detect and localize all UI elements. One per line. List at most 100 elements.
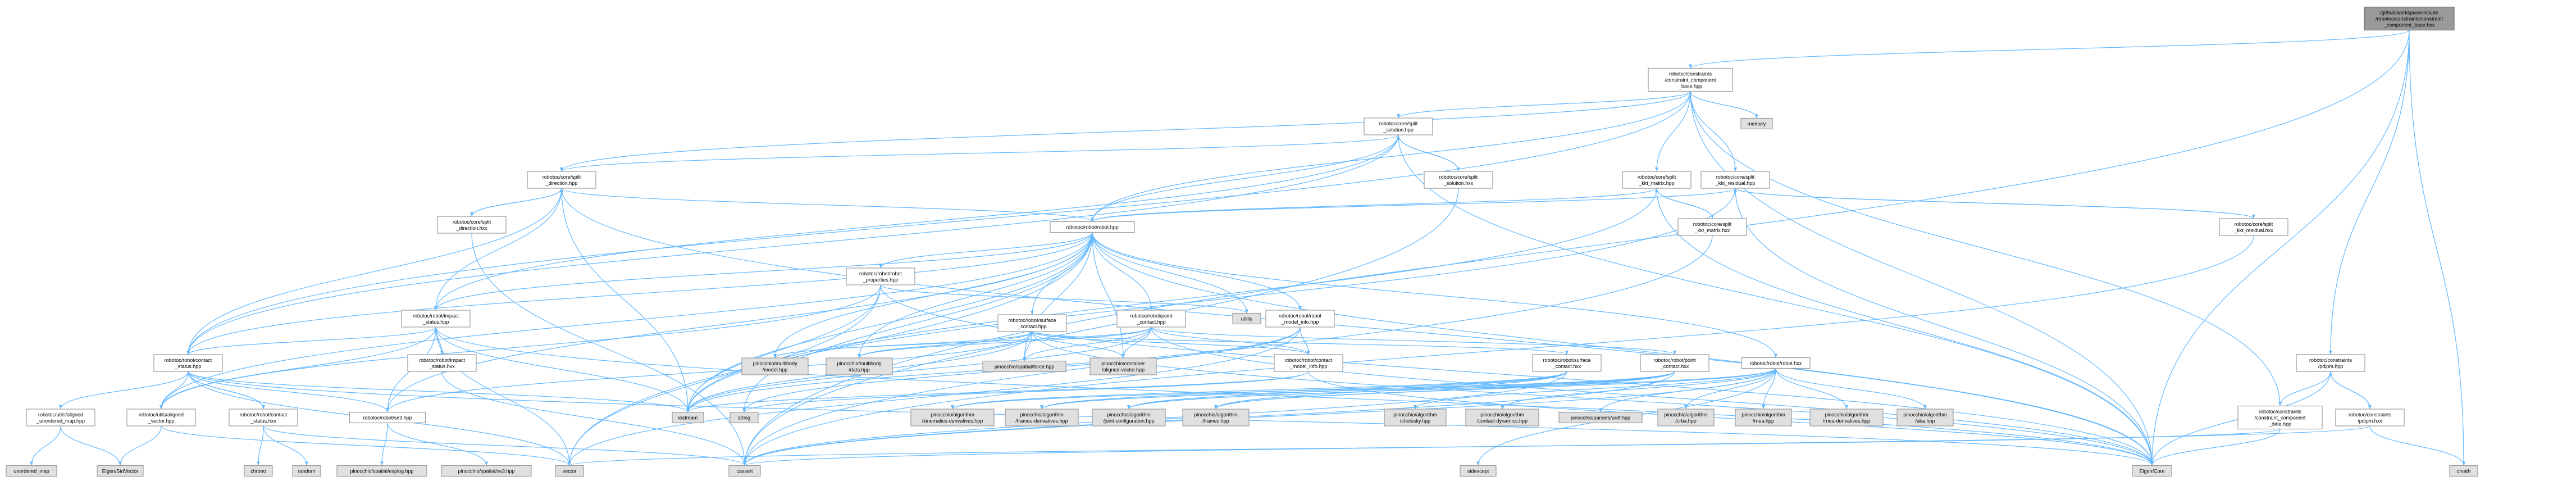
node-ccd-hpp[interactable]: robotoc/constraints/constraint_component… [2237,405,2323,430]
node-box [1274,354,1343,372]
node-impact-status-hxx[interactable]: robotoc/robot/impact_status.hxx [407,354,477,372]
node-utility: utility [1232,312,1261,325]
edge-ccb_hpp-to-kkt_residual [1690,91,1736,172]
node-box [2237,405,2323,430]
node-unordered-map: unordered_map [6,465,57,477]
node-contact-model-info[interactable]: robotoc/robot/contact_model_info.hpp [1274,354,1343,372]
node-label-line: robotoc/constraints [2349,412,2392,418]
node-label-line: _direction.hpp [545,180,578,186]
arrowhead-pdipm_hxx-to-cmath [2462,461,2465,466]
edge-point_contact-to-contact_model_info [1151,326,1309,355]
node-pdipm-hxx[interactable]: robotoc/constraints/pdipm.hxx [2335,409,2405,427]
node-kkt-residual-hxx[interactable]: robotoc/core/split_kkt_residual.hxx [2219,218,2288,236]
edge-impact_status-to-contact_status [188,326,436,355]
node-label-line: /aba.hpp [1915,418,1935,424]
edge-split_direction-to-contact_status [188,188,562,355]
arrowhead-contact_model_info-to-string [742,408,746,412]
node-label-line: robotoc/robot/contact [1285,357,1333,363]
node-label-line: pinocchio/algorithm [1194,412,1238,418]
edges-layer [30,30,2465,466]
arrowhead-pdipm_hpp-to-eigen_core [2150,461,2154,466]
arrowhead-kkt_residual-to-robot_hpp [1091,217,1094,222]
node-root[interactable]: /github/workspace/include/robotoc/constr… [2364,6,2455,31]
edge-contact_status-to-iostream [188,371,689,412]
node-label-line: /rnea.hpp [1753,418,1774,424]
arrowhead-robot_hpp-to-model_info [1298,306,1302,310]
node-joint-config: pinocchio/algorithm/joint-configuration.… [1092,409,1166,427]
node-impact-status[interactable]: robotoc/robot/impact_status.hpp [401,310,471,328]
arrowhead-aligned_vector-to-eigen_stdvector [118,461,122,466]
node-box [527,171,596,189]
node-label-line: _base.hpp [1678,84,1702,89]
node-point-contact[interactable]: robotoc/robot/point_contact.hpp [1116,310,1186,328]
node-split-solution[interactable]: robotoc/core/split_solution.hpp [1364,117,1433,135]
node-aligned-vector[interactable]: robotoc/utils/aligned_vector.hpp [126,409,196,427]
node-surface-contact[interactable]: robotoc/robot/surface_contact.hpp [997,314,1067,332]
node-label-line: robotoc/robot/impact [419,357,466,363]
edge-robot_hxx-to-cassert [744,368,1776,466]
arrowhead-kkt_matrix_hxx-to-kkt_matrix [1655,188,1658,192]
node-label-line: robotoc/robot/point [1130,313,1173,319]
edge-split_direction_hxx-to-split_direction [471,188,562,217]
node-label-line: cassert [736,469,753,474]
node-label-line: _contact.hxx [1660,364,1689,369]
node-box [292,465,321,477]
node-box [153,354,223,372]
node-split-direction[interactable]: robotoc/core/split_direction.hpp [527,171,596,189]
node-label-line: robotoc/utils/aligned [139,412,184,418]
node-box [1896,409,1954,427]
edge-contact_model_info-to-iostream [687,371,1309,412]
node-box [997,314,1067,332]
node-kkt-residual[interactable]: robotoc/core/split_kkt_residual.hpp [1700,171,1770,189]
edge-robot_hxx-to-aba [1775,368,1926,410]
node-split-direction-hxx[interactable]: robotoc/core/split_direction.hxx [437,216,507,234]
node-label-line: /constraint_component [2254,415,2306,421]
node-box [336,465,427,477]
node-se3[interactable]: robotoc/robot/se3.hpp [349,411,426,424]
node-pdipm-hpp[interactable]: robotoc/constraints/pdipm.hpp [2296,354,2365,372]
node-mb-model: pinocchio/multibody/model.hpp [741,357,809,375]
arrowhead-kkt_residual-to-kkt_residual_hxx [2252,215,2255,219]
edge-kkt_matrix-to-eigen_core [1656,188,2153,466]
node-aligned-unordered-map[interactable]: robotoc/utils/aligned_unordered_map.hpp [26,409,95,427]
node-label-line: _kkt_residual.hpp [1715,180,1756,186]
node-label-line: _status.hxx [428,364,455,369]
edge-point_contact-to-force [1024,326,1152,361]
arrowhead-contact_status-to-se3 [386,408,389,412]
arrowhead-robot_hpp-to-robot_props [879,264,882,268]
edge-se3-to-spatial_se3 [387,423,487,466]
node-split-solution-hxx[interactable]: robotoc/core/split_solution.hxx [1424,171,1493,189]
node-label-line: Eigen/StdVector [102,469,139,474]
node-contact-status[interactable]: robotoc/robot/contact_status.hpp [153,354,223,372]
node-frames-deriv: pinocchio/algorithm/frames-derivatives.h… [1005,409,1079,427]
node-memory: memory [1740,117,1773,130]
node-contact-status-hxx[interactable]: robotoc/robot/contact_status.hxx [229,409,298,427]
node-ccb-hpp[interactable]: robotoc/constraints/constraint_component… [1648,67,1733,92]
node-box [1640,354,1709,372]
node-eigen-core: Eigen/Core [2132,465,2172,477]
node-kkt-matrix-hxx[interactable]: robotoc/core/split_kkt_matrix.hxx [1677,218,1747,236]
arrowhead-root-to-ccb_hpp [1689,64,1692,69]
node-surface-contact-hxx[interactable]: robotoc/robot/surface_contact.hxx [1532,354,1602,372]
node-model-info[interactable]: robotoc/robot/robot_model_info.hpp [1265,310,1335,328]
node-point-contact-hxx[interactable]: robotoc/robot/point_contact.hxx [1640,354,1709,372]
node-kkt-matrix[interactable]: robotoc/core/split_kkt_matrix.hpp [1622,171,1692,189]
node-box [1700,171,1770,189]
node-box [826,357,893,375]
node-cassert: cassert [728,465,761,477]
node-robot-hxx[interactable]: robotoc/robot/robot.hxx [1741,357,1811,369]
node-box [1465,409,1539,427]
node-robot-hpp[interactable]: robotoc/robot/robot.hpp [1050,221,1135,233]
node-box [97,465,144,477]
node-robot-props[interactable]: robotoc/robot/robot_properties.hpp [846,267,915,285]
node-label-line: robotoc/robot/robot.hpp [1066,225,1119,230]
node-label-line: /kinematics-derivatives.hpp [922,418,983,424]
edge-contact_status_hxx-to-random [263,425,307,466]
arrowhead-point_contact_hxx-to-kin_deriv [951,405,954,409]
node-box [1089,357,1157,375]
node-box [1364,117,1433,135]
node-box [1182,409,1250,427]
edge-robot_hpp-to-point_contact [1092,232,1152,311]
arrowhead-point_contact-to-mb_data [858,354,861,358]
arrowhead-ccb_hpp-to-kkt_residual [1734,167,1737,171]
